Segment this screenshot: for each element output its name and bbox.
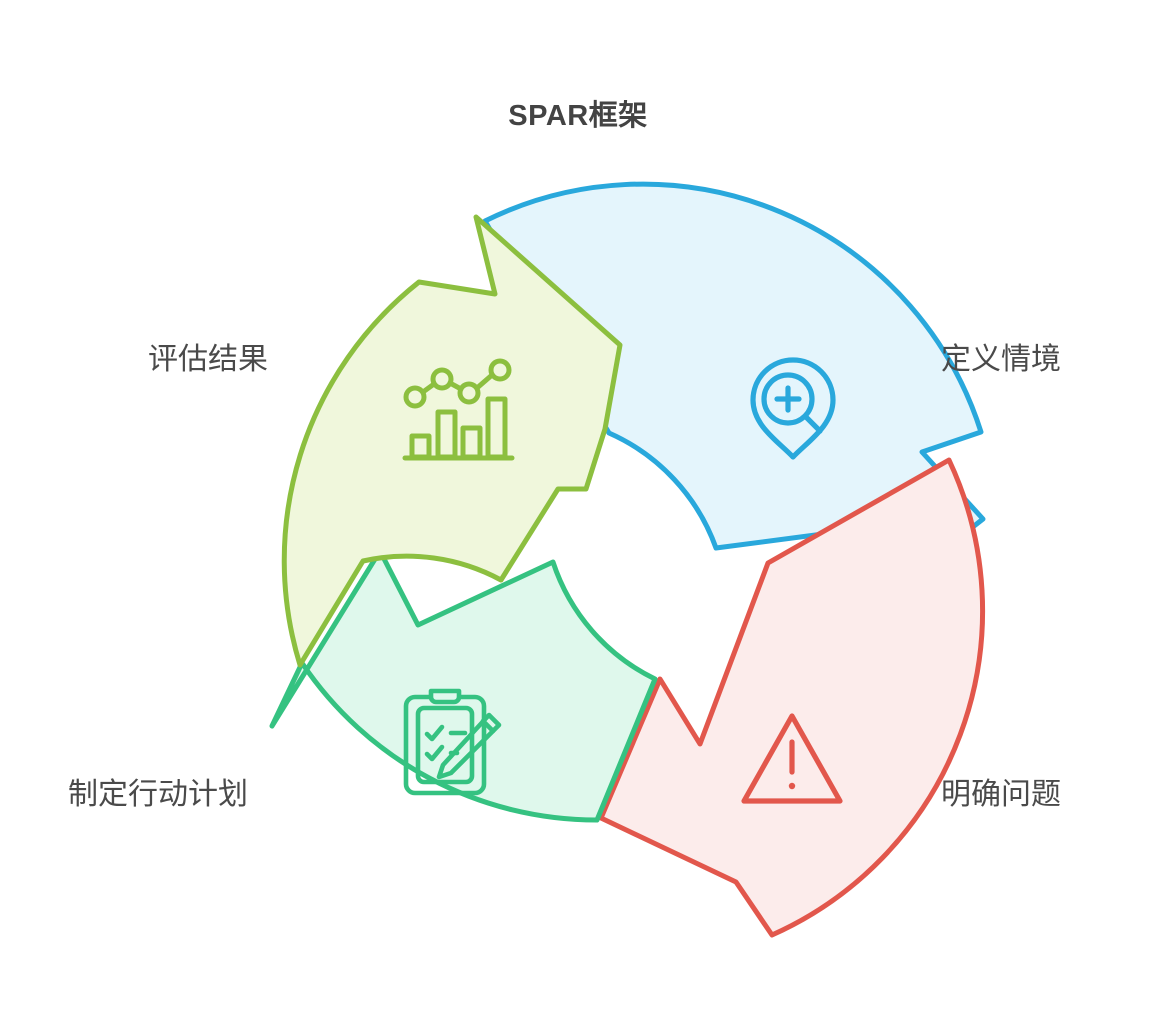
stage-segment-problem[interactable]: [598, 457, 986, 938]
stage-arrow-problem[interactable]: [598, 457, 986, 938]
stage-segment-action[interactable]: [269, 548, 658, 823]
location-pin-magnifier-icon: [750, 357, 836, 460]
stage-segment-define[interactable]: [482, 181, 986, 607]
warning-triangle-icon: [741, 713, 843, 804]
stage-arrow-action[interactable]: [269, 548, 658, 823]
stage-segment-evaluate[interactable]: [281, 214, 623, 668]
clipboard-checklist-pencil-icon: [403, 688, 502, 796]
stage-label-problem[interactable]: 明确问题: [941, 778, 1061, 811]
stage-arrow-define[interactable]: [482, 181, 986, 607]
bar-line-chart-icon: [402, 358, 515, 461]
stage-label-evaluate[interactable]: 评估结果: [148, 343, 268, 376]
page-title: SPAR框架: [508, 100, 648, 132]
stage-label-action[interactable]: 制定行动计划: [68, 778, 248, 811]
stage-arrow-evaluate[interactable]: [281, 214, 623, 668]
stage-label-define[interactable]: 定义情境: [941, 343, 1061, 376]
